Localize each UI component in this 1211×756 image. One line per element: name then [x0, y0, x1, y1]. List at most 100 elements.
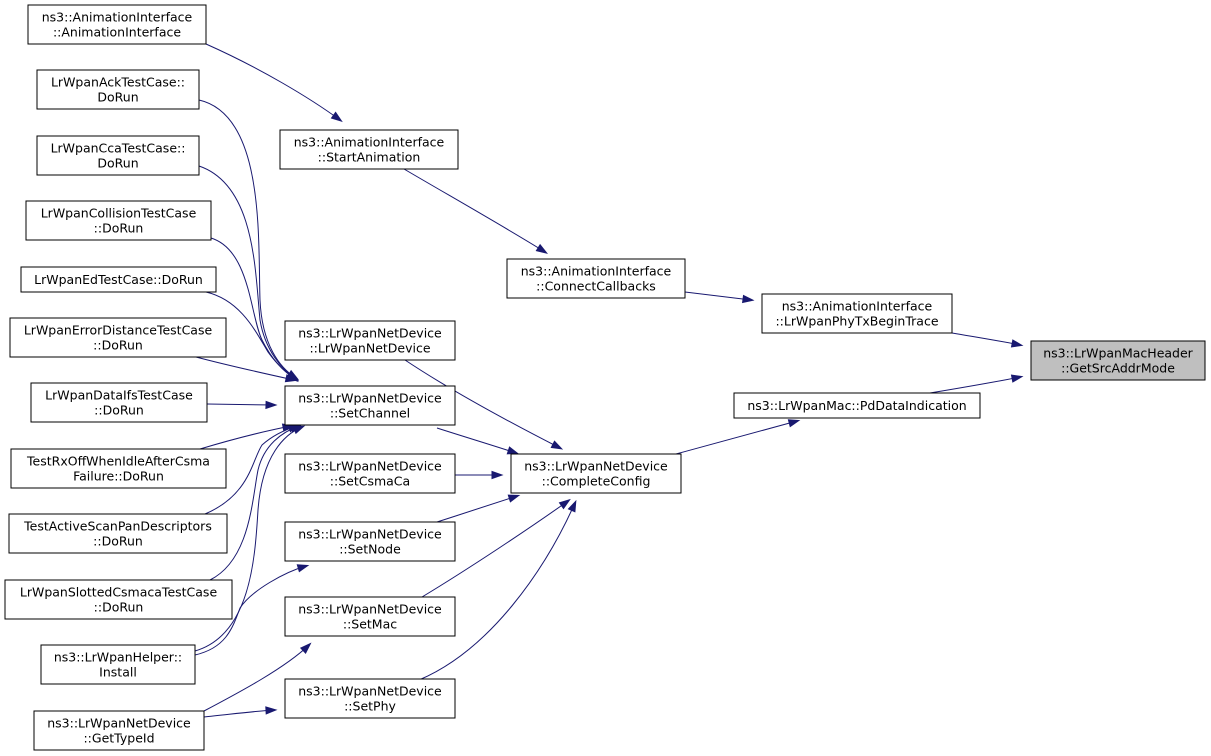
node-label: Failure::DoRun: [73, 469, 164, 484]
node-label: ns3::LrWpanNetDevice: [524, 459, 668, 474]
node-ack-test-run[interactable]: LrWpanAckTestCase::DoRun: [36, 69, 200, 110]
edge-set-phy-to-complete-config: [418, 499, 577, 681]
node-label: ::DoRun: [93, 534, 143, 549]
arrowhead-icon: [535, 243, 548, 254]
node-label: ::LrWpanPhyTxBeginTrace: [775, 314, 938, 329]
node-label: DoRun: [97, 90, 138, 105]
arrowhead-icon: [1010, 374, 1024, 383]
node-lrwpan-phy-tx-begin-trace[interactable]: ns3::AnimationInterface::LrWpanPhyTxBegi…: [761, 293, 953, 334]
arrowhead-icon: [558, 498, 571, 510]
node-slotted-csmaca-test-run[interactable]: LrWpanSlottedCsmacaTestCase::DoRun: [4, 579, 233, 620]
edge-line: [198, 165, 297, 380]
node-ed-test-run[interactable]: LrWpanEdTestCase::DoRun: [20, 266, 217, 293]
edge-line: [203, 709, 275, 718]
edge-error-distance-test-run-to-set-channel: [195, 356, 298, 383]
node-data-ifs-test-run[interactable]: LrWpanDataIfsTestCase::DoRun: [30, 382, 208, 423]
edge-line: [194, 426, 303, 652]
node-pd-data-indication[interactable]: ns3::LrWpanMac::PdDataIndication: [733, 392, 981, 419]
node-label: ns3::LrWpanNetDevice: [298, 459, 442, 474]
node-label: LrWpanCcaTestCase::: [51, 141, 186, 156]
arrowhead-icon: [742, 294, 755, 304]
edge-lrwpan-phy-tx-begin-trace-to-get-src-addr-mode: [951, 332, 1024, 348]
node-box: [27, 4, 207, 45]
node-connect-callbacks[interactable]: ns3::AnimationInterface::ConnectCallback…: [506, 258, 686, 299]
node-box: [20, 266, 217, 293]
edge-get-type-id-to-set-phy: [203, 706, 278, 718]
arrowhead-icon: [265, 400, 278, 410]
node-label: ns3::LrWpanNetDevice: [298, 326, 442, 341]
edge-line: [199, 425, 292, 450]
call-graph-nodes: ns3::LrWpanMacHeader::GetSrcAddrModens3:…: [4, 4, 1206, 751]
node-label: LrWpanEdTestCase::DoRun: [34, 272, 203, 287]
node-label: ::AnimationInterface: [53, 25, 181, 40]
node-label: LrWpanAckTestCase::: [51, 75, 185, 90]
node-error-distance-test-run[interactable]: LrWpanErrorDistanceTestCase::DoRun: [9, 317, 227, 358]
node-box: [36, 135, 200, 176]
edge-line: [209, 425, 300, 581]
node-label: ::SetMac: [343, 617, 397, 632]
arrowhead-icon: [330, 111, 343, 123]
node-label: LrWpanCollisionTestCase: [41, 206, 197, 221]
edge-line: [205, 291, 297, 381]
node-label: ::CompleteConfig: [542, 474, 651, 489]
node-label: ::SetChannel: [330, 406, 410, 421]
edge-line: [436, 495, 518, 523]
node-box: [284, 521, 456, 562]
node-helper-install[interactable]: ns3::LrWpanHelper::Install: [40, 644, 196, 685]
node-label: ns3::LrWpanHelper::: [54, 650, 182, 665]
node-label: ::ConnectCallbacks: [536, 279, 656, 294]
edge-complete-config-to-pd-data-indication: [675, 419, 801, 455]
edge-line: [675, 420, 798, 455]
arrowhead-icon: [507, 494, 521, 503]
node-get-type-id[interactable]: ns3::LrWpanNetDevice::GetTypeId: [33, 710, 205, 751]
node-box: [284, 453, 456, 494]
node-label: ::LrWpanNetDevice: [309, 341, 430, 356]
arrowhead-icon: [296, 564, 310, 573]
node-label: ::DoRun: [93, 338, 143, 353]
node-label: LrWpanErrorDistanceTestCase: [24, 323, 213, 338]
node-label: ns3::AnimationInterface: [42, 10, 193, 25]
arrowhead-icon: [292, 425, 306, 435]
node-set-node[interactable]: ns3::LrWpanNetDevice::SetNode: [284, 521, 456, 562]
edge-set-mac-to-complete-config: [421, 498, 571, 598]
node-box: [279, 129, 459, 170]
node-label: ::SetNode: [339, 542, 401, 557]
arrowhead-icon: [567, 499, 577, 513]
edge-set-channel-to-complete-config: [436, 427, 520, 455]
edge-line: [205, 43, 341, 121]
arrowhead-icon: [491, 470, 504, 480]
node-lrwpan-net-device-ctor[interactable]: ns3::LrWpanNetDevice::LrWpanNetDevice: [284, 320, 456, 361]
node-box: [30, 382, 208, 423]
call-graph-edges: [194, 43, 1024, 718]
node-cca-test-run[interactable]: LrWpanCcaTestCase::DoRun: [36, 135, 200, 176]
edge-line: [195, 356, 295, 381]
node-label: ns3::LrWpanNetDevice: [298, 684, 442, 699]
node-label: LrWpanSlottedCsmacaTestCase: [20, 585, 218, 600]
node-collision-test-run[interactable]: LrWpanCollisionTestCase::DoRun: [25, 200, 212, 241]
node-start-animation[interactable]: ns3::AnimationInterface::StartAnimation: [279, 129, 459, 170]
node-animation-interface-ctor[interactable]: ns3::AnimationInterface::AnimationInterf…: [27, 4, 207, 45]
node-box: [284, 320, 456, 361]
node-label: ns3::AnimationInterface: [782, 299, 933, 314]
node-box: [8, 513, 228, 554]
node-label: ns3::LrWpanNetDevice: [298, 602, 442, 617]
node-label: ns3::AnimationInterface: [294, 135, 445, 150]
node-box: [506, 258, 686, 299]
node-complete-config[interactable]: ns3::LrWpanNetDevice::CompleteConfig: [510, 453, 682, 494]
node-box: [33, 710, 205, 751]
node-set-channel[interactable]: ns3::LrWpanNetDevice::SetChannel: [284, 385, 456, 426]
node-set-csma-ca[interactable]: ns3::LrWpanNetDevice::SetCsmaCa: [284, 453, 456, 494]
edge-line: [436, 427, 517, 454]
edge-get-type-id-to-set-mac: [203, 642, 312, 712]
node-get-src-addr-mode: ns3::LrWpanMacHeader::GetSrcAddrMode: [1030, 340, 1206, 381]
node-box: [25, 200, 212, 241]
node-label: DoRun: [97, 156, 138, 171]
edge-line: [421, 500, 569, 598]
node-active-scan-test-run[interactable]: TestActiveScanPanDescriptors::DoRun: [8, 513, 228, 554]
edge-line: [684, 291, 752, 301]
node-label: ns3::LrWpanMac::PdDataIndication: [747, 398, 966, 413]
arrowhead-icon: [506, 446, 520, 455]
node-set-phy[interactable]: ns3::LrWpanNetDevice::SetPhy: [284, 678, 456, 719]
node-set-mac[interactable]: ns3::LrWpanNetDevice::SetMac: [284, 596, 456, 637]
